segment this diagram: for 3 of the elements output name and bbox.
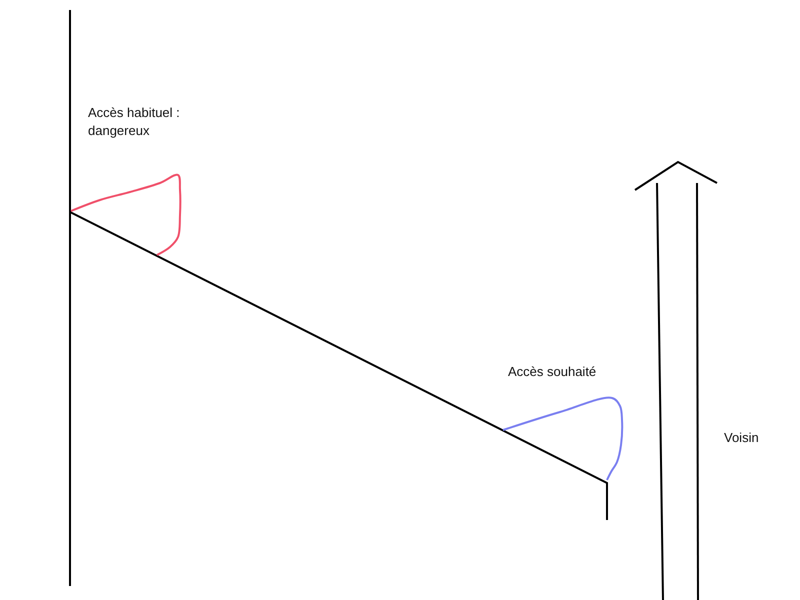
annotation-text: Accès souhaité	[508, 363, 596, 381]
neighbor-label: Voisin	[724, 429, 759, 447]
annotation-text: Accès habituel : dangereux	[88, 104, 181, 140]
